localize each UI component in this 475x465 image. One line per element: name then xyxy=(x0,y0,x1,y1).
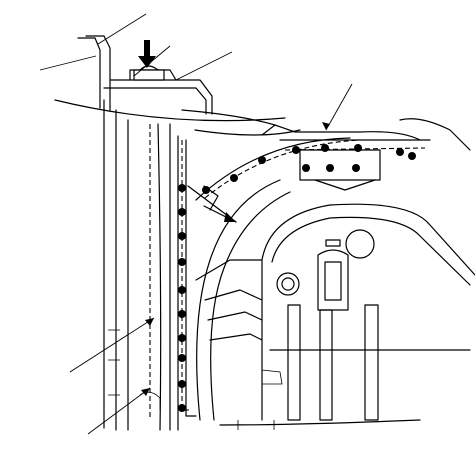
leader-line-2 xyxy=(97,13,147,45)
rail-box xyxy=(299,149,381,181)
bracket-top xyxy=(109,79,213,115)
spot-weld-dot xyxy=(178,232,186,240)
spot-welds-rail xyxy=(302,144,416,172)
arch-gusset-4 xyxy=(209,333,263,341)
spot-weld-dot xyxy=(396,148,404,156)
bracket-nut xyxy=(133,69,165,81)
spot-weld-dot xyxy=(178,286,186,294)
arch-top-rail xyxy=(181,109,276,136)
leader-line-1 xyxy=(39,55,97,71)
tower-base-edge xyxy=(219,419,421,426)
arch-outer-curve xyxy=(195,137,351,201)
rail-weld-line xyxy=(284,147,426,151)
tower-hole-large xyxy=(345,229,375,259)
spot-weld-dot xyxy=(326,164,334,172)
spot-weld-dot xyxy=(302,164,310,172)
tower-rib-1 xyxy=(287,304,301,421)
weld-arrow-icon xyxy=(187,185,237,223)
leader-arrowhead-3 xyxy=(141,388,150,396)
spot-weld-dot xyxy=(178,380,186,388)
pillar-inner-edge xyxy=(157,123,162,431)
rail-outline xyxy=(274,124,421,141)
spot-weld-dot xyxy=(178,404,186,412)
inset-boundary-arc xyxy=(54,99,286,122)
spot-weld-dot xyxy=(178,184,186,192)
spot-weld-dot xyxy=(178,208,186,216)
strut-tower xyxy=(219,203,475,430)
tower-base-ticks xyxy=(237,420,275,430)
bracket-left-flange xyxy=(77,37,101,109)
leader-arrowhead-2 xyxy=(145,318,154,326)
bracket-left-flange-inner xyxy=(85,35,111,111)
arch-gusset-1 xyxy=(195,259,263,281)
weld-panel xyxy=(178,139,197,417)
arch-rail-2 xyxy=(194,129,301,136)
leader-line-3 xyxy=(133,45,171,77)
press-down-arrow-icon xyxy=(138,40,156,68)
upper-rail xyxy=(274,83,471,191)
bracket-inset xyxy=(39,13,286,122)
tower-rib-3 xyxy=(364,304,379,421)
spot-weld-dot xyxy=(202,186,210,194)
tower-slot-bracket xyxy=(317,249,349,311)
weld-line-vertical xyxy=(181,140,192,411)
spot-weld-dot xyxy=(178,310,186,318)
pillar-tick-marks xyxy=(108,329,120,396)
rail-far-edge xyxy=(399,118,471,151)
spot-weld-dot xyxy=(178,334,186,342)
bracket-top-inner xyxy=(103,87,207,115)
tower-inner-curve xyxy=(271,216,471,286)
left-pillar xyxy=(103,99,179,431)
leader-line-6 xyxy=(69,317,155,373)
leader-arrowhead xyxy=(322,122,330,130)
spot-weld-dot xyxy=(408,152,416,160)
spot-welds-arch xyxy=(202,146,300,194)
tower-rib-2 xyxy=(319,309,333,421)
spot-weld-dot xyxy=(352,164,360,172)
arch-inner-curve xyxy=(196,179,281,421)
spot-weld-dot xyxy=(258,156,266,164)
rail-box-chevron xyxy=(314,179,376,191)
leader-line-7 xyxy=(87,387,151,435)
wheel-arch xyxy=(181,109,361,421)
arch-gusset-3 xyxy=(207,311,263,321)
tower-slot xyxy=(324,261,342,301)
spot-weld-dot xyxy=(178,258,186,266)
leader-line-4 xyxy=(175,51,233,81)
tower-bracket-small xyxy=(261,369,283,385)
arch-gusset-2 xyxy=(204,289,263,301)
arch-weld-line xyxy=(204,139,361,199)
spot-weld-dot xyxy=(178,354,186,362)
tower-outer-curve xyxy=(261,203,475,276)
tower-hole-left-inner xyxy=(281,277,295,291)
arch-inner-curve-2 xyxy=(210,191,291,421)
tower-tab xyxy=(325,239,341,247)
spot-welds-vertical xyxy=(178,184,186,412)
panel-edge xyxy=(185,139,197,417)
spot-weld-dot xyxy=(354,144,362,152)
tower-hole-left xyxy=(276,272,300,296)
spot-weld-dot xyxy=(230,174,238,182)
leader-line-5 xyxy=(325,83,353,131)
spot-weld-dot xyxy=(321,144,329,152)
